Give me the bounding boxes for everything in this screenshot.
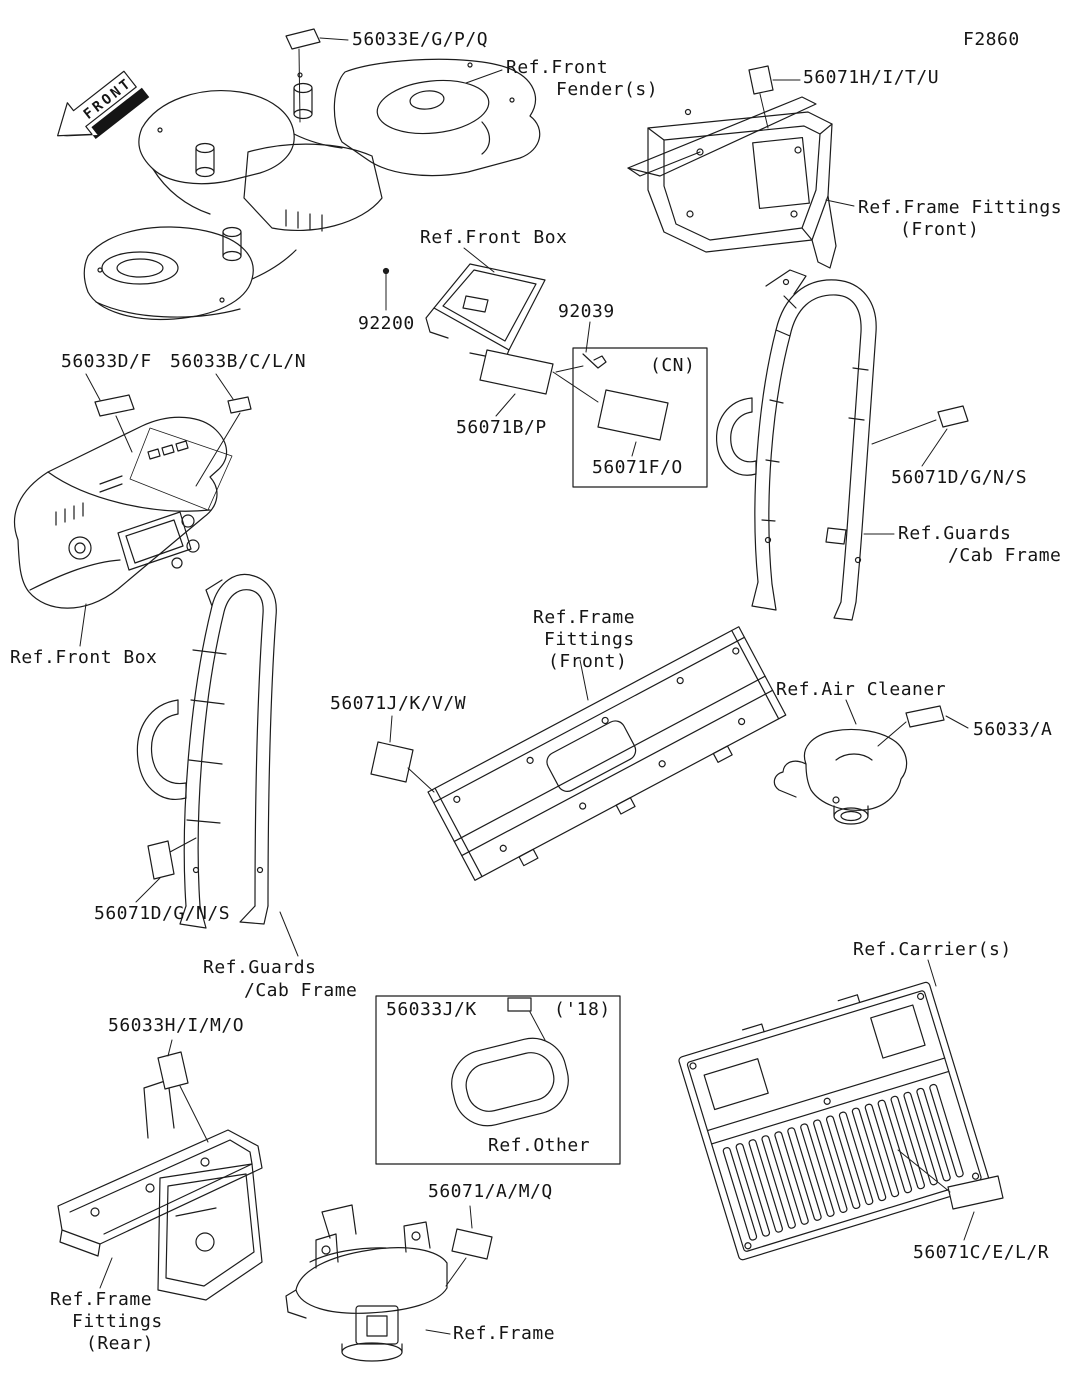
- cn-option-box: [572, 347, 708, 488]
- sticker-56033A: [905, 705, 945, 728]
- front-fender-drawing: [83, 58, 541, 321]
- part-label-56071DGNS-left: 56071D/G/N/S: [94, 903, 231, 924]
- sticker-56033JK: [507, 997, 532, 1012]
- sticker-56071FO: [597, 389, 669, 441]
- frame-fittings-front-right-drawing: [627, 96, 837, 269]
- air-cleaner-drawing: [773, 728, 908, 825]
- label-stickers: [94, 28, 1004, 1260]
- part-label-92200: 92200: [358, 313, 415, 334]
- leader-lines: [79, 37, 975, 1335]
- ref-frame-fittings-rear-line3: (Rear): [86, 1333, 155, 1354]
- front-direction-arrow: FRONT: [56, 70, 150, 140]
- sticker-56071DGNS-right: [937, 405, 969, 428]
- sticker-56071AMQ: [451, 1228, 493, 1260]
- ref-carriers: Ref.Carrier(s): [853, 939, 1012, 960]
- part-label-56071DGNS-right: 56071D/G/N/S: [891, 467, 1028, 488]
- ref-front-fender-line2: Fender(s): [556, 79, 659, 100]
- sticker-56071JKVW: [370, 741, 414, 783]
- part-label-56033A: 56033/A: [973, 719, 1053, 740]
- cab-frame-left-drawing: [136, 574, 277, 929]
- ref-frame-fittings-rear-line2: Fittings: [72, 1311, 163, 1332]
- ref-front-box-left: Ref.Front Box: [10, 647, 158, 668]
- part-label-56071CELR: 56071C/E/L/R: [913, 1242, 1050, 1263]
- ref-guards-left-line2: /Cab Frame: [244, 980, 358, 1001]
- pin-92039: [582, 353, 607, 369]
- ref-frame-fittings-front-right-line2: (Front): [900, 219, 980, 240]
- part-label-92039: 92039: [558, 301, 615, 322]
- ref-frame-bottom: Ref.Frame: [453, 1323, 556, 1344]
- sticker-56033DF: [94, 394, 135, 417]
- ref-frame-fittings-center-line2: Fittings: [544, 629, 635, 650]
- part-label-56033JK: 56033J/K: [386, 999, 477, 1020]
- frame-fittings-rear-drawing: [57, 1079, 263, 1301]
- frame-fittings-front-center-drawing: [427, 626, 787, 881]
- ref-guards-right-line1: Ref.Guards: [898, 523, 1012, 544]
- part-label-56033EGPQ: 56033E/G/P/Q: [352, 29, 489, 50]
- annotation-cn: (CN): [650, 355, 696, 376]
- sticker-56033HIMO: [157, 1051, 189, 1090]
- ref-front-box-top: Ref.Front Box: [420, 227, 568, 248]
- part-label-56071HITU: 56071H/I/T/U: [803, 67, 940, 88]
- ref-other: Ref.Other: [488, 1135, 591, 1156]
- ref-guards-left-line1: Ref.Guards: [203, 957, 317, 978]
- part-label-56033BCLN: 56033B/C/L/N: [170, 351, 307, 372]
- screw-92200: [382, 267, 390, 275]
- part-label-56033HIMO: 56033H/I/M/O: [108, 1015, 245, 1036]
- part-label-56071JKVW: 56071J/K/V/W: [330, 693, 467, 714]
- sticker-56071CELR: [947, 1175, 1004, 1210]
- sticker-56071BP: [479, 349, 554, 395]
- cab-frame-right-drawing: [716, 269, 877, 621]
- sticker-56033BCLN: [227, 396, 252, 414]
- part-label-56071BP: 56071B/P: [456, 417, 547, 438]
- part-label-56033DF: 56033D/F: [61, 351, 152, 372]
- ref-frame-fittings-center-line3: (Front): [548, 651, 628, 672]
- ref-guards-right-line2: /Cab Frame: [948, 545, 1062, 566]
- figure-code: F2860: [963, 29, 1020, 50]
- front-box-drawing: [13, 416, 233, 609]
- sticker-56033EGPQ: [285, 28, 321, 50]
- ref-other-box-drawing: [375, 995, 621, 1165]
- ref-frame-fittings-rear-line1: Ref.Frame: [50, 1289, 153, 1310]
- annotation-year-18: ('18): [554, 999, 611, 1020]
- part-label-56071FO: 56071F/O: [592, 457, 683, 478]
- ref-front-fender-line1: Ref.Front: [506, 57, 609, 78]
- sticker-56071DGNS-left: [147, 840, 175, 880]
- sticker-56071HITU: [748, 65, 774, 95]
- ref-air-cleaner: Ref.Air Cleaner: [776, 679, 947, 700]
- carrier-drawing: [678, 981, 991, 1261]
- ref-frame-fittings-front-right-line1: Ref.Frame Fittings: [858, 197, 1063, 218]
- part-label-56071AMQ: 56071/A/M/Q: [428, 1181, 553, 1202]
- ref-frame-fittings-center-line1: Ref.Frame: [533, 607, 636, 628]
- frame-drawing: [285, 1204, 448, 1362]
- front-box-lid-drawing: [425, 263, 546, 361]
